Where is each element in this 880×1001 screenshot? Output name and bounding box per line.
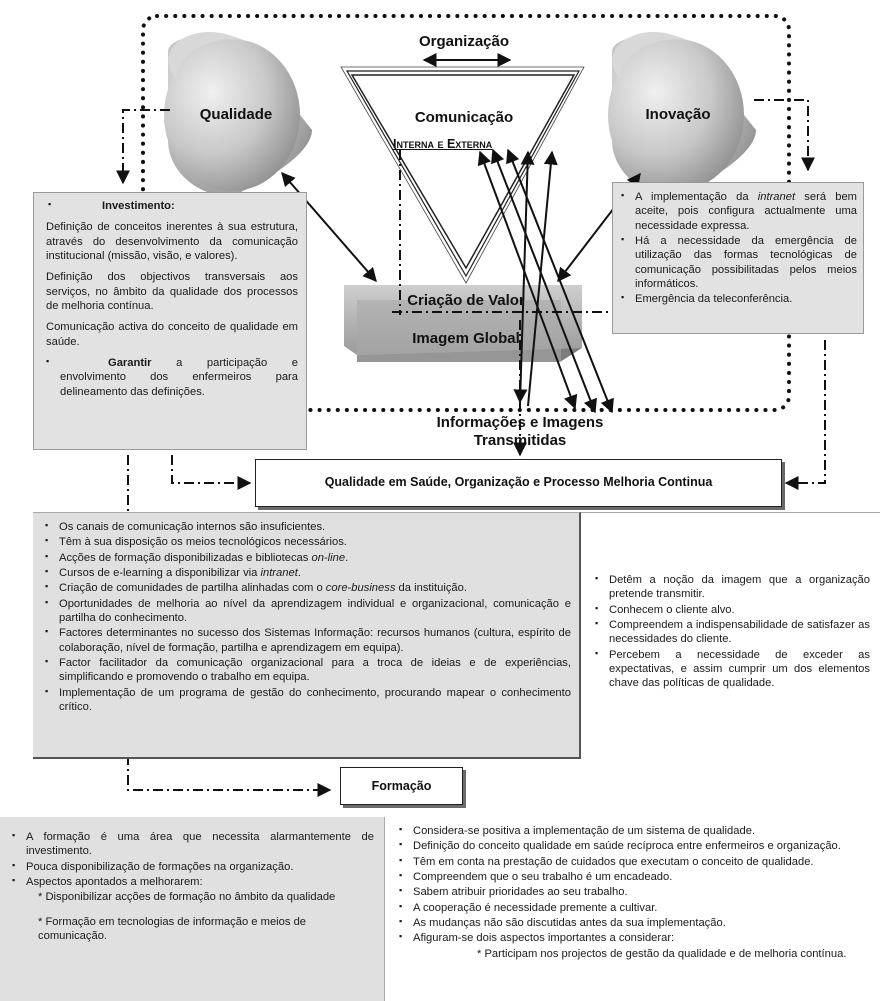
informacoes-line2: Transmitidas (473, 432, 567, 449)
detem-item: Compreendem a indispensabilidade de sati… (595, 618, 870, 647)
formacao-box: Formação (340, 767, 463, 805)
formacao-item: A formação é uma área que necessita alar… (12, 830, 374, 859)
canais-item: Implementação de um programa de gestão d… (45, 686, 571, 715)
considera-item: Considera-se positiva a implementação de… (399, 824, 880, 838)
inovacao-cylinder (608, 31, 756, 196)
info-arrows (477, 148, 614, 414)
considera-item: Compreendem que o seu trabalho é um enca… (399, 870, 880, 884)
considera-item: As mudanças não são discutidas antes da … (399, 916, 880, 930)
inovacao-label: Inovação (645, 106, 711, 123)
qualidade-saude-label: Qualidade em Saúde, Organização e Proces… (324, 475, 713, 489)
organizacao-label: Organização (418, 33, 510, 50)
investimento-p3: Comunicação activa do conceito de qualid… (46, 321, 298, 348)
formacao-item: Aspectos apontados a melhorarem: (12, 875, 374, 889)
investimento-box: Investimento: Definição de conceitos ine… (33, 192, 307, 450)
dashdot-connectors (116, 99, 826, 797)
qualidade-cylinder (164, 31, 312, 196)
canais-item: Factor facilitador da comunicação organi… (45, 656, 571, 685)
e-text: e (437, 137, 444, 151)
considera-item: Definição do conceito qualidade em saúde… (399, 839, 880, 853)
considera-item: Afiguram-se dois aspectos importantes a … (399, 931, 880, 945)
formacao-sub-item: * Formação em tecnologias de informação … (38, 915, 307, 942)
imagem-global-label: Imagem Global (412, 330, 520, 347)
investimento-p1: Definição de conceitos inerentes à sua e… (46, 221, 298, 262)
formacao-label: Formação (371, 779, 432, 793)
canais-item: Têm à sua disposição os meios tecnológic… (45, 535, 571, 549)
interna-externa-label: Interna e Externa (393, 137, 533, 151)
detem-item: Conhecem o cliente alvo. (595, 603, 870, 617)
informacoes-label: Informações e Imagens Transmitidas (430, 414, 610, 450)
investimento-p2: Definição dos objectivos transversais ao… (46, 271, 298, 312)
investimento-heading: Investimento: (48, 199, 298, 213)
inovacao-item: Emergência da teleconferência. (621, 292, 857, 306)
dotted-frame (141, 14, 791, 412)
formacao-detail-box: A formação é uma área que necessita alar… (0, 817, 384, 1001)
inovacao-box: A implementação da intranet será bem ace… (612, 182, 864, 334)
criacao-valor-label: Criação de Valor (407, 292, 525, 309)
canais-item: Oportunidades de melhoria ao nível da ap… (45, 597, 571, 626)
detem-item: Detêm a noção da imagem que a organizaçã… (595, 573, 870, 602)
canais-item: Os canais de comunicação internos são in… (45, 520, 571, 534)
interna-text: Interna (393, 137, 434, 151)
detem-item: Percebem a necessidade de exceder as exp… (595, 648, 870, 691)
considera-sub-item: * Participam nos projectos de gestão da … (477, 947, 847, 960)
qualidade-saude-box: Qualidade em Saúde, Organização e Proces… (255, 459, 782, 507)
informacoes-line1: Informações e Imagens (436, 414, 604, 431)
canais-item: Cursos de e-learning a disponibilizar vi… (45, 566, 571, 580)
investimento-p4: Garantir a participação e envolvimento d… (46, 356, 298, 399)
canais-item: Criação de comunidades de partilha alinh… (45, 581, 571, 595)
considera-item: A cooperação é necessidade premente a cu… (399, 901, 880, 915)
externa-text: Externa (446, 137, 493, 151)
inovacao-item: A implementação da intranet será bem ace… (621, 190, 857, 233)
arrow-qualidade-valor (281, 171, 377, 283)
formacao-item: Pouca disponibilização de formações na o… (12, 860, 374, 874)
considera-item: Sabem atribuir prioridades ao seu trabal… (399, 885, 880, 899)
considera-box: Considera-se positiva a implementação de… (384, 817, 880, 1001)
canais-item: Factores determinantes no sucesso dos Si… (45, 626, 571, 655)
comunicacao-label: Comunicação (414, 109, 514, 126)
inovacao-item: Há a necessidade da emergência de utiliz… (621, 234, 857, 291)
canais-box: Os canais de comunicação internos são in… (33, 512, 581, 759)
canais-item: Acções de formação disponibilizadas e bi… (45, 551, 571, 565)
qualidade-label: Qualidade (199, 106, 273, 123)
considera-item: Têm em conta na prestação de cuidados qu… (399, 855, 880, 869)
detem-box: Detêm a noção da imagem que a organizaçã… (581, 512, 880, 759)
formacao-sub-item: * Disponibilizar acções de formação no â… (38, 891, 336, 904)
